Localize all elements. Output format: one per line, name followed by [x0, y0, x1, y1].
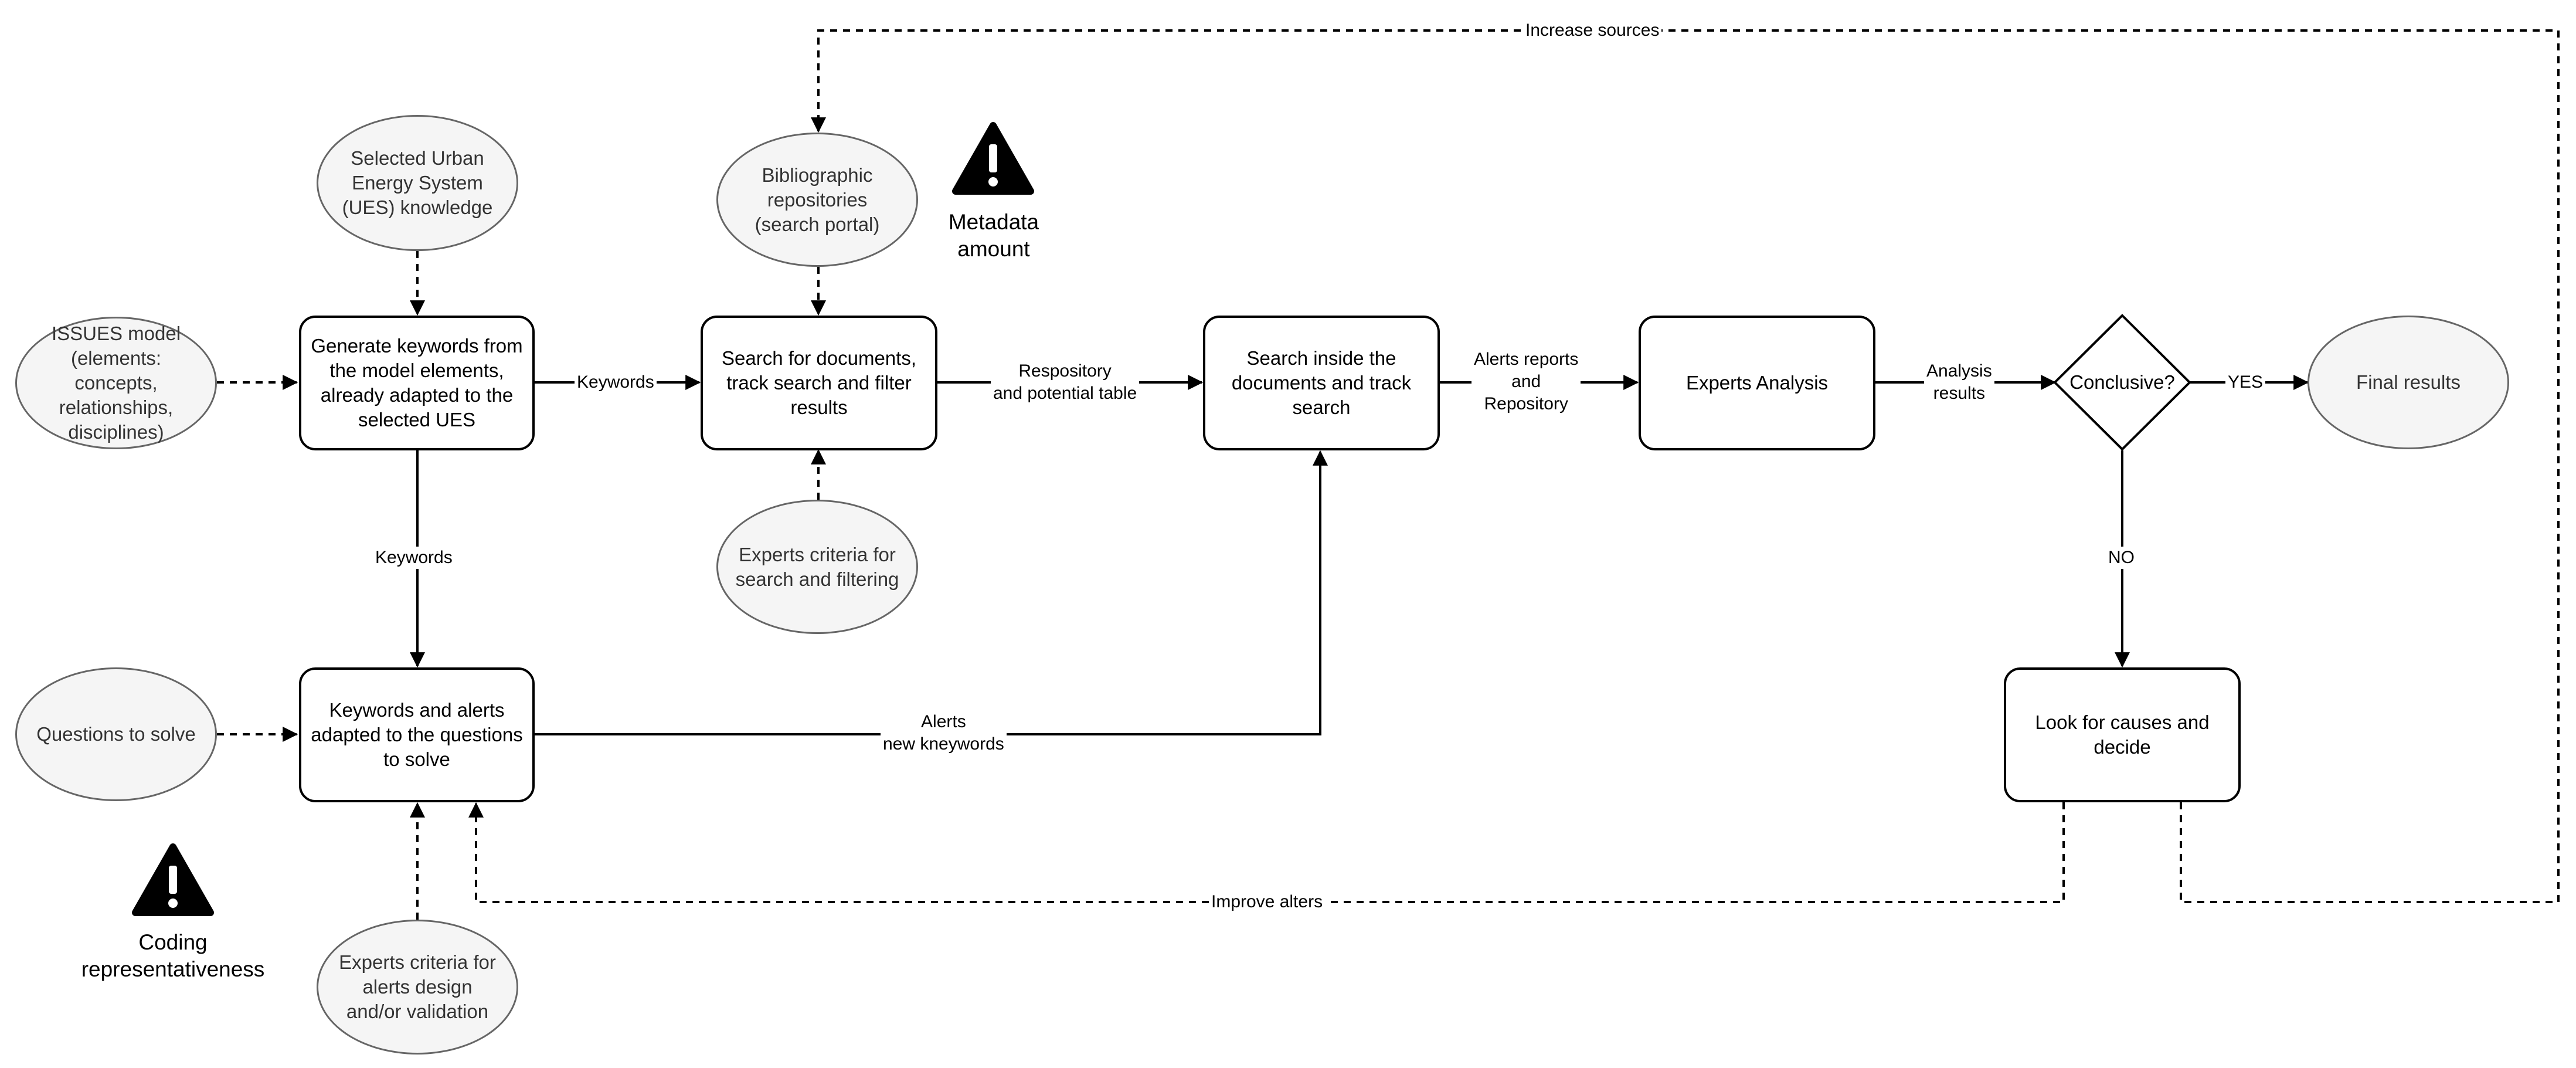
final-results-ellipse: Final results: [2307, 316, 2509, 449]
final-results-text: Final results: [2356, 371, 2461, 393]
experts-alerts-criteria-text: Experts criteria for alerts design and/o…: [339, 951, 496, 1022]
issues-model-text: ISSUES model (elements: concepts, relati…: [51, 323, 181, 443]
look-causes-text: Look for causes and decide: [2035, 711, 2210, 758]
edge-label-alerts-reports: Alerts reports and Repository: [1471, 348, 1581, 415]
edge-label-keywords-horizontal: Keywords: [575, 371, 657, 394]
ues-knowledge-ellipse: Selected Urban Energy System (UES) knowl…: [317, 115, 518, 251]
experts-search-criteria-text: Experts criteria for search and filterin…: [735, 543, 899, 590]
generate-keywords-text: Generate keywords from the model element…: [311, 335, 523, 430]
bibliographic-repositories-ellipse: Bibliographic repositories (search porta…: [716, 133, 918, 267]
edge-label-keywords-vertical: Keywords: [373, 547, 455, 569]
search-inside-box: Search inside the documents and track se…: [1203, 316, 1440, 450]
search-documents-text: Search for documents, track search and f…: [722, 347, 916, 418]
coding-representativeness-label: Coding representativeness: [81, 930, 265, 981]
experts-analysis-text: Experts Analysis: [1685, 372, 1829, 394]
warning-triangle-icon: [132, 843, 214, 916]
edge-label-repository-table: Respository and potential table: [991, 360, 1140, 405]
edge-improve-alters-loop: [468, 802, 2065, 903]
metadata-amount-label: Metadata amount: [948, 210, 1039, 261]
edge-increase-sources-loop: [811, 29, 2560, 903]
conclusive-decision: Conclusive?: [2055, 316, 2190, 449]
edge-label-analysis-results: Analysis results: [1924, 360, 1994, 405]
bibliographic-repositories-text: Bibliographic repositories (search porta…: [755, 164, 880, 235]
look-causes-box: Look for causes and decide: [2004, 667, 2241, 802]
issues-model-ellipse: ISSUES model (elements: concepts, relati…: [15, 317, 217, 449]
keywords-alerts-box: Keywords and alerts adapted to the quest…: [299, 667, 535, 802]
edge-label-no: NO: [2106, 547, 2137, 569]
experts-search-criteria-ellipse: Experts criteria for search and filterin…: [716, 500, 918, 634]
edge-label-increase-sources: Increase sources: [1523, 19, 1662, 42]
experts-alerts-criteria-ellipse: Experts criteria for alerts design and/o…: [317, 920, 518, 1055]
edge-label-improve-alters: Improve alters: [1209, 891, 1326, 913]
keywords-alerts-text: Keywords and alerts adapted to the quest…: [311, 699, 523, 770]
questions-text: Questions to solve: [36, 723, 196, 745]
search-inside-text: Search inside the documents and track se…: [1231, 347, 1412, 418]
search-documents-box: Search for documents, track search and f…: [701, 316, 937, 450]
edge-label-alerts-new-keywords: Alerts new kneywords: [881, 711, 1007, 755]
generate-keywords-box: Generate keywords from the model element…: [299, 316, 535, 450]
edge-label-yes: YES: [2225, 371, 2266, 394]
conclusive-text: Conclusive?: [2069, 371, 2175, 393]
questions-ellipse: Questions to solve: [15, 667, 217, 801]
experts-analysis-box: Experts Analysis: [1639, 316, 1875, 450]
decision-diamond-shape: [2053, 314, 2191, 451]
ues-knowledge-text: Selected Urban Energy System (UES) knowl…: [342, 147, 493, 218]
edge-keywords-alerts-to-search-inside: [535, 450, 1328, 735]
warning-triangle-icon: [952, 122, 1034, 195]
